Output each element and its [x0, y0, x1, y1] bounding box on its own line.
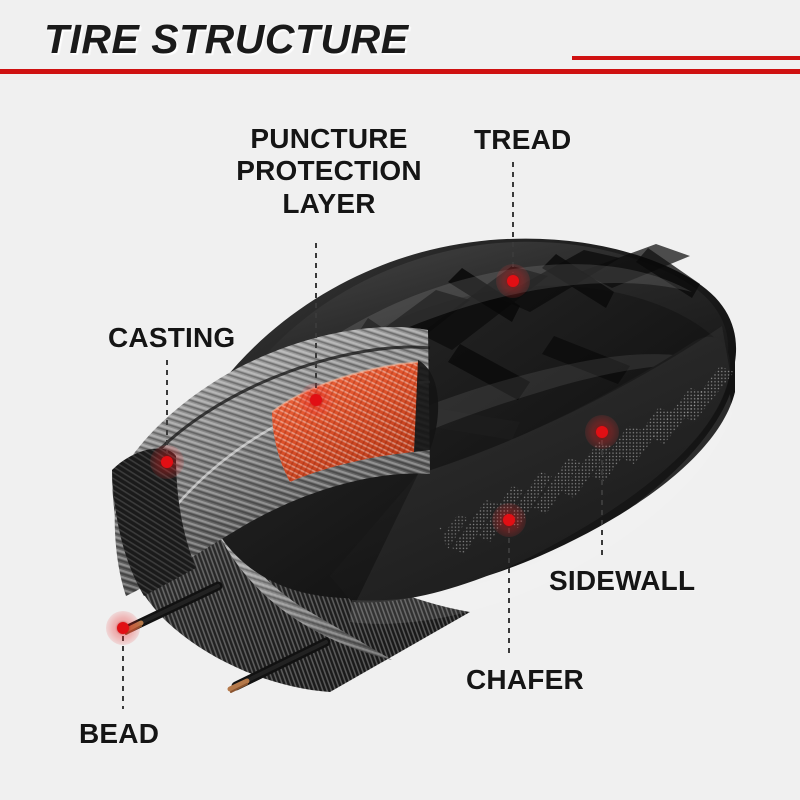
header-bar: TIRE STRUCTURE: [0, 0, 800, 80]
bead-wire-rear: [227, 637, 331, 693]
marker-core-bead: [117, 622, 129, 634]
marker-core-sidewall: [596, 426, 608, 438]
sidewall-rim-highlight: [350, 394, 732, 624]
callout-label-tread: TREAD: [474, 124, 572, 155]
header-rule-long: [0, 69, 800, 74]
marker-core-chafer: [503, 514, 515, 526]
callout-label-puncture-protection-layer: PUNCTURE PROTECTION LAYER: [236, 123, 422, 219]
marker-dot-bead[interactable]: [106, 611, 140, 645]
puncture-layer-weave: [272, 362, 420, 482]
sidewall-chevron-texture: [418, 366, 734, 576]
marker-dot-tread[interactable]: [496, 264, 530, 298]
header-rule-short: [572, 56, 800, 60]
casing-cut-edge-texture: [112, 448, 196, 596]
casing-inner-fan-texture: [196, 452, 392, 660]
callout-label-sidewall: SIDEWALL: [549, 565, 696, 596]
marker-dot-casting[interactable]: [150, 445, 184, 479]
callout-label-chafer: CHAFER: [466, 664, 584, 695]
marker-core-puncture-protection-layer: [310, 394, 322, 406]
marker-dot-sidewall[interactable]: [585, 415, 619, 449]
callout-label-bead: BEAD: [79, 718, 160, 749]
marker-core-casting: [161, 456, 173, 468]
marker-dot-chafer[interactable]: [492, 503, 526, 537]
puncture-layer-edge: [414, 360, 439, 452]
marker-dot-puncture-protection-layer[interactable]: [299, 383, 333, 417]
tire-sidewall: [330, 336, 731, 603]
casing-contour-upper: [138, 345, 431, 471]
marker-core-tread: [507, 275, 519, 287]
callout-label-casting: CASTING: [108, 322, 236, 353]
page-title: TIRE STRUCTURE: [44, 16, 409, 62]
